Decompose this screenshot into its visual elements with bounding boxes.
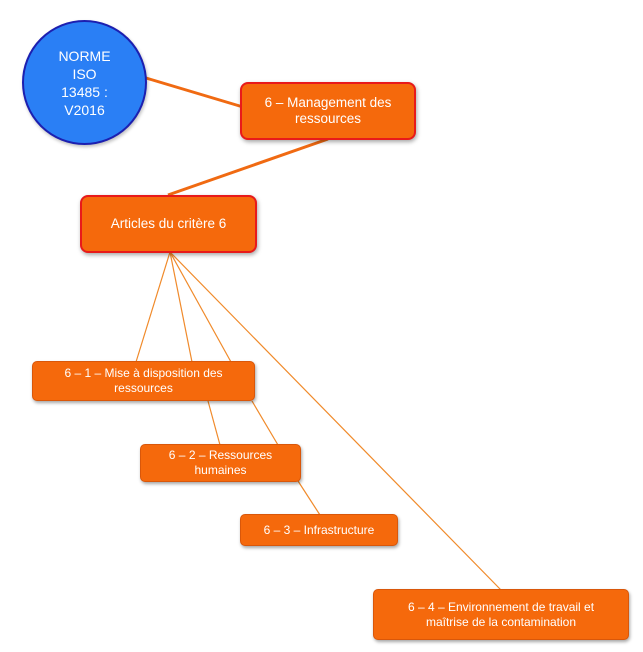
link-61-62 xyxy=(207,400,221,446)
link-62-63 xyxy=(297,480,321,516)
node-management-ressources[interactable]: 6 – Management des ressources xyxy=(240,82,416,140)
node-6-1-mise-a-disposition[interactable]: 6 – 1 – Mise à disposition des ressource… xyxy=(32,361,255,401)
node-6-4-environnement-travail[interactable]: 6 – 4 – Environnement de travail et maît… xyxy=(373,589,629,640)
link-articles-62a xyxy=(169,251,193,363)
link-61-63 xyxy=(251,400,279,446)
link-articles-64 xyxy=(169,251,502,591)
link-root-management xyxy=(145,76,244,109)
link-management-articles xyxy=(167,137,329,197)
node-6-3-infrastructure[interactable]: 6 – 3 – Infrastructure xyxy=(240,514,398,546)
link-articles-62b xyxy=(169,251,232,363)
node-6-2-ressources-humaines[interactable]: 6 – 2 – Ressources humaines xyxy=(140,444,301,482)
node-articles-critere-6[interactable]: Articles du critère 6 xyxy=(80,195,257,253)
link-articles-61 xyxy=(135,251,171,363)
root-node-norme-iso[interactable]: NORME ISO 13485 : V2016 xyxy=(22,20,147,145)
